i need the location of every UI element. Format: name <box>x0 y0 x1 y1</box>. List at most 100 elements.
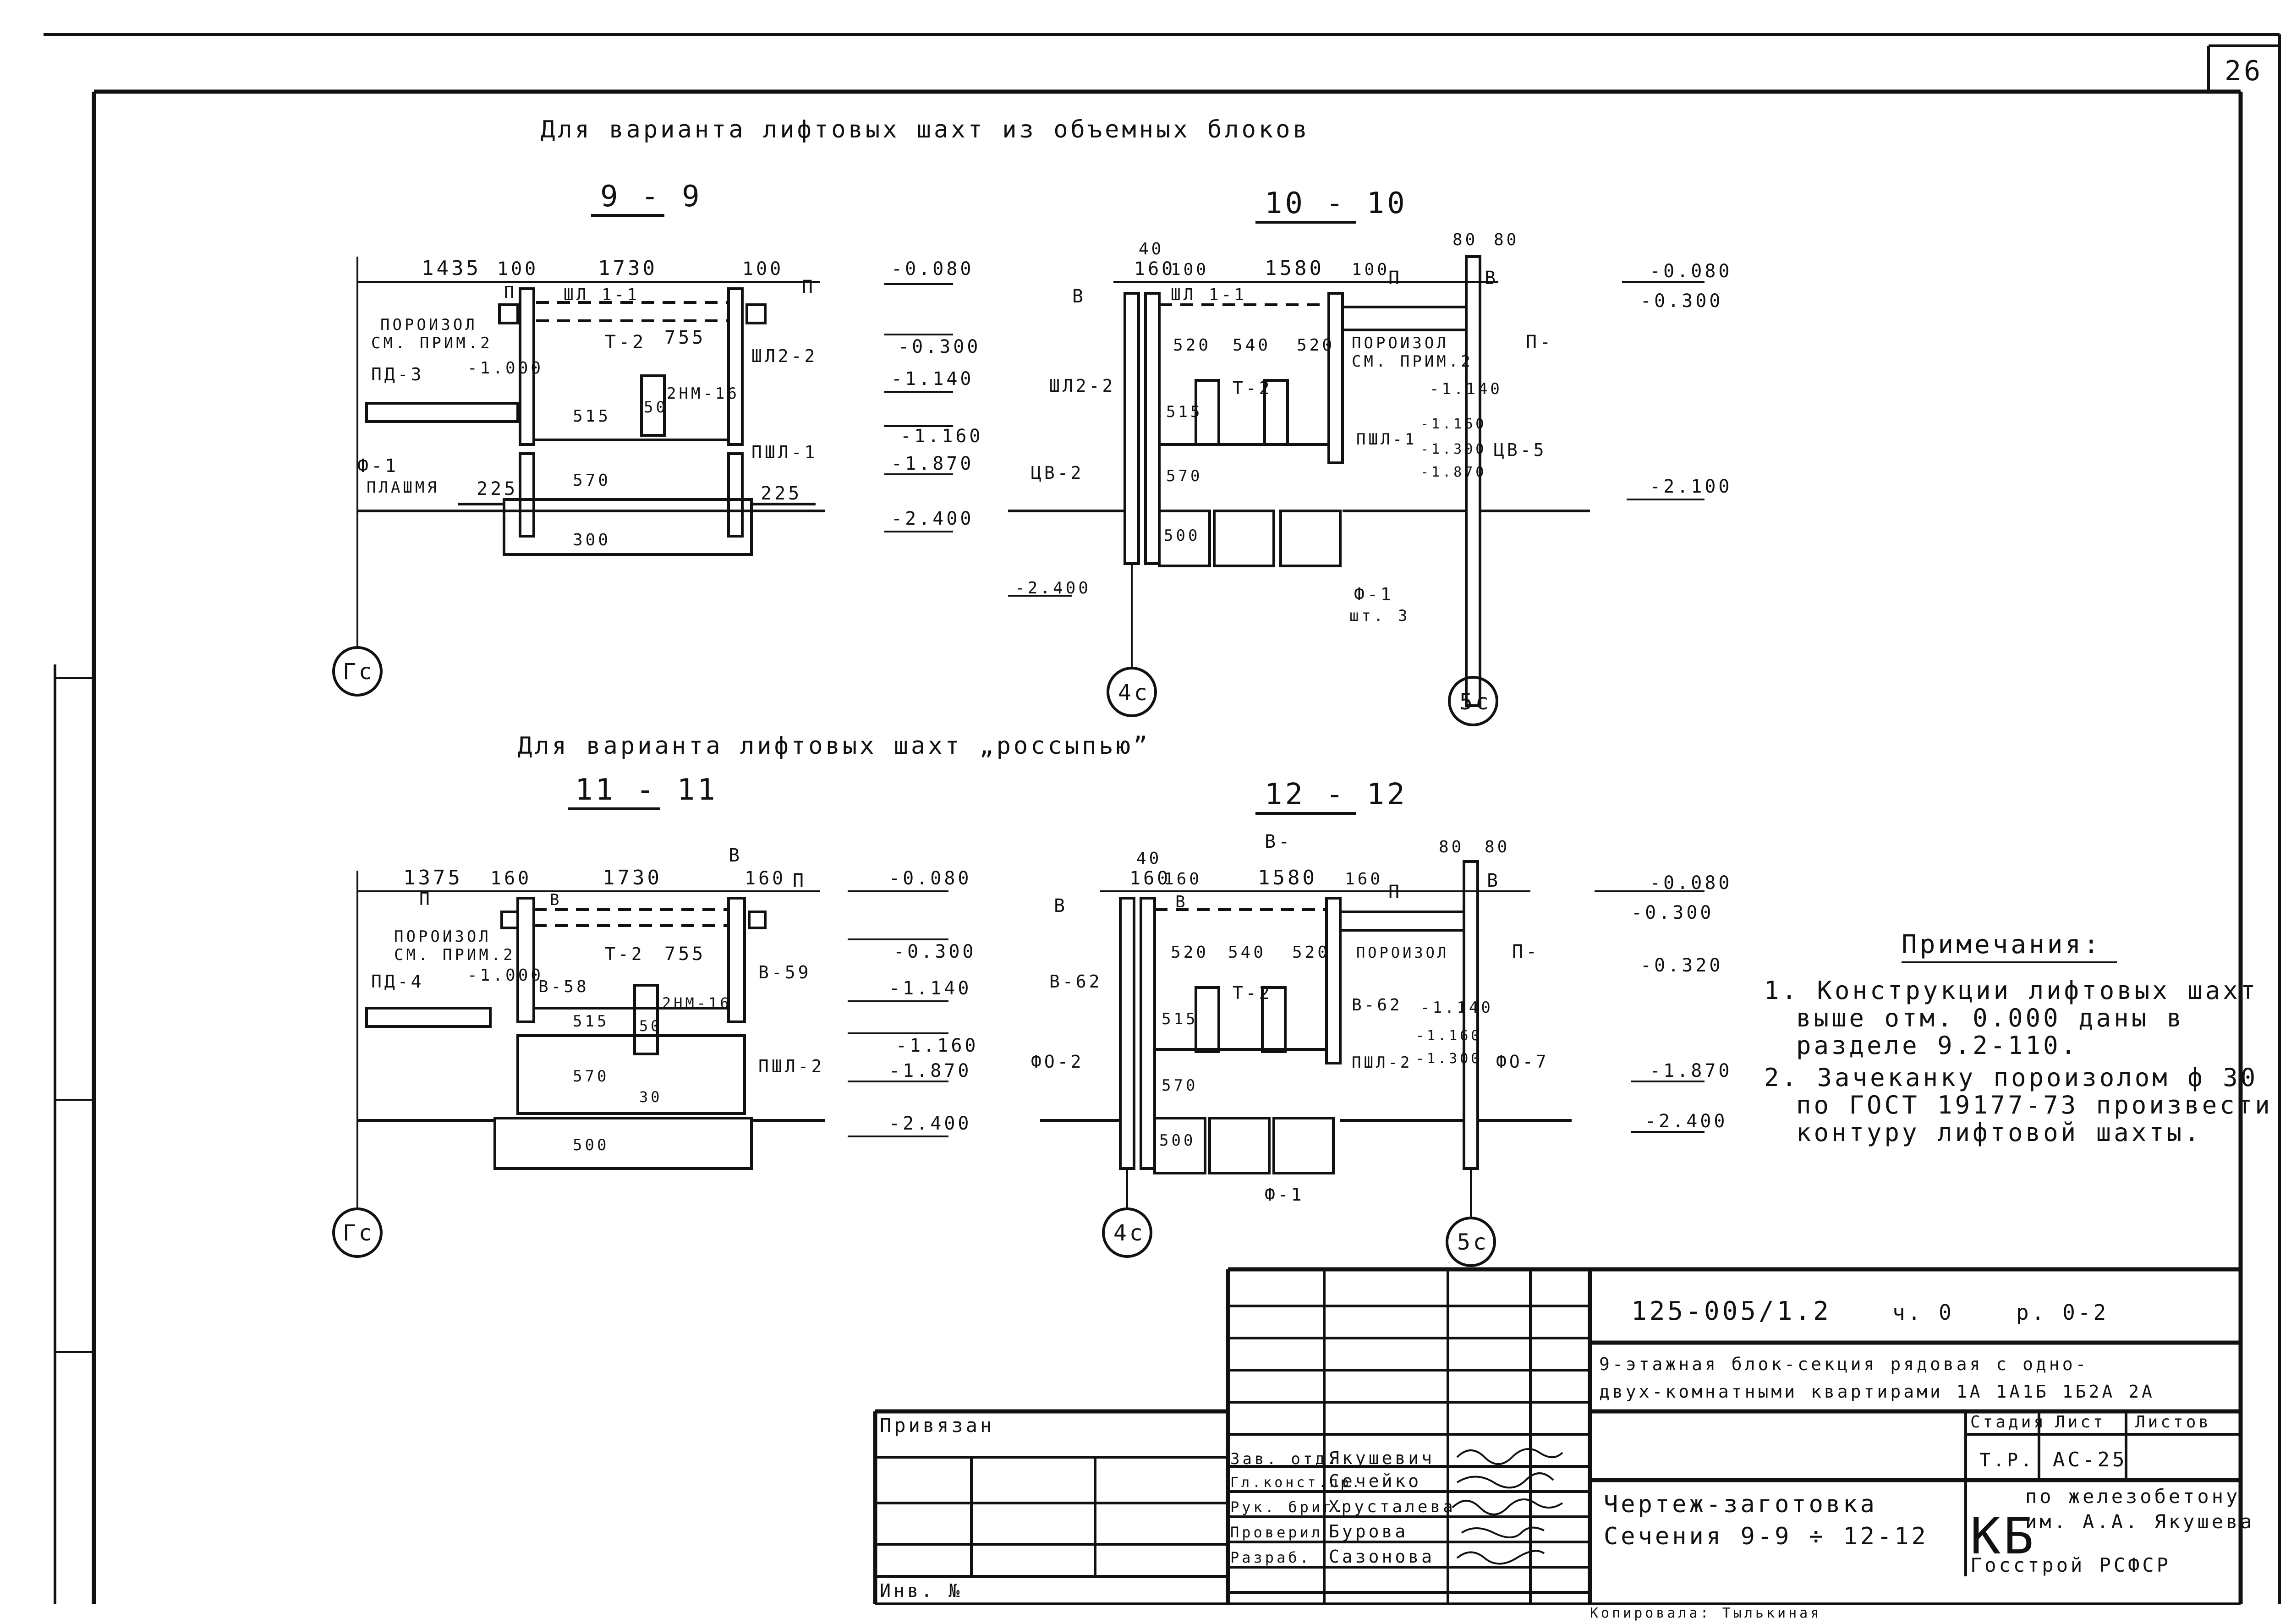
stage-header: Стадия <box>1970 1413 2046 1432</box>
dim-text: 160 <box>745 868 786 889</box>
dim-text: 570 <box>573 1067 609 1086</box>
axis-marker: Гс <box>343 659 375 685</box>
level-text: -1.140 <box>1430 380 1502 398</box>
level-text: -2.400 <box>891 508 974 529</box>
level-text: -1.140 <box>889 978 972 999</box>
label: ПШЛ-1 <box>1356 430 1417 449</box>
privyazan-label: Привязан <box>880 1414 994 1437</box>
dim-text: 80 <box>1452 230 1478 249</box>
level-text: -2.400 <box>1645 1111 1728 1132</box>
label: ПОРОИЗОЛ <box>394 927 491 946</box>
person-name: Якушевич <box>1329 1448 1435 1468</box>
label: ШЛ2-2 <box>751 346 817 366</box>
dim-text: 540 <box>1233 336 1271 355</box>
section-title: 10 - 10 <box>1265 187 1408 220</box>
level-marks: -0.080 -0.300 -0.320 -1.140 -1.160 -1.30… <box>1416 872 1730 1133</box>
label: П- <box>1512 941 1540 962</box>
label: ФО-7 <box>1496 1052 1549 1072</box>
title-block: 125-005/1.2 ч. 0 р. 0-2 9-этажная блок-с… <box>873 1267 2255 1621</box>
level-marks: -0.080 -0.300 -1.140 -1.160 -1.300 -1.87… <box>1008 261 1732 598</box>
doc-code: 125-005/1.2 <box>1631 1296 1831 1326</box>
signatures <box>1452 1448 1563 1565</box>
doc-section: р. 0-2 <box>2016 1300 2109 1325</box>
label: В <box>1175 893 1188 911</box>
section-10-10: 10 - 10 160 40 100 1580 100 80 80 520 54… <box>1008 187 1732 726</box>
dim-text: 500 <box>1164 527 1200 545</box>
note-line: выше отм. 0.000 даны в <box>1796 1004 2184 1032</box>
sheet-number: 26 <box>2225 55 2263 87</box>
sheet-value: АС-25 <box>2053 1448 2127 1471</box>
label: СМ. ПРИМ.2 <box>394 946 515 964</box>
drawing-name-2: Сечения 9-9 ÷ 12-12 <box>1604 1523 1929 1550</box>
label: ЦВ-5 <box>1494 440 1547 460</box>
label: В- <box>1265 831 1292 852</box>
note-line: 1. Конструкции лифтовых шахт <box>1764 976 2258 1005</box>
label: ПШЛ-1 <box>751 442 817 462</box>
dim-text: 100 <box>1171 260 1209 279</box>
label: Т-2 <box>605 944 645 964</box>
dim-text: 80 <box>1485 838 1510 856</box>
level-text: -1.000 <box>467 966 543 985</box>
heading-volumetric: Для варианта лифтовых шахт из объемных б… <box>541 116 1310 143</box>
label: П <box>1388 268 1402 289</box>
dim-text: 515 <box>1162 1010 1198 1028</box>
role: Разраб. <box>1230 1549 1311 1566</box>
level-text: -1.000 <box>467 359 543 378</box>
dim-text: 520 <box>1171 943 1209 962</box>
dim-text: 30 <box>639 1088 663 1106</box>
level-marks: -0.080 -0.300 -1.000 -1.140 -1.160 -1.87… <box>467 258 981 532</box>
axis-marker: 4с <box>1118 680 1150 706</box>
dim-text: 500 <box>573 1136 609 1154</box>
org-line: им. А.А. Якушева <box>2025 1510 2255 1533</box>
label: П <box>504 283 517 302</box>
notes: Примечания: 1. Конструкции лифтовых шахт… <box>1764 930 2291 1147</box>
label: П <box>793 870 806 891</box>
role: Зав. отд. <box>1230 1450 1339 1468</box>
dim-text: 520 <box>1292 943 1330 962</box>
level-text: -1.300 <box>1416 1051 1482 1067</box>
label: 2НМ-16 <box>662 994 732 1012</box>
dim-text: 100 <box>497 258 538 280</box>
level-text: -0.300 <box>898 336 981 357</box>
dim-text: 1730 <box>603 866 662 889</box>
dim-text: 160 <box>1129 868 1171 889</box>
axis-marker: 4с <box>1113 1220 1146 1246</box>
level-text: -1.300 <box>1420 441 1486 457</box>
level-text: -0.300 <box>1640 291 1723 312</box>
dim-text: 570 <box>1162 1076 1198 1095</box>
axis-marker: Гс <box>343 1220 375 1246</box>
dim-text: 570 <box>573 471 611 490</box>
label: П- <box>1526 332 1553 353</box>
org-line: по железобетону <box>2025 1485 2240 1508</box>
section-title: 12 - 12 <box>1265 778 1408 812</box>
label: Ф-1 <box>1354 584 1394 604</box>
note-line: по ГОСТ 19177-73 произвести по <box>1796 1091 2291 1119</box>
sheet-header: Лист <box>2055 1413 2106 1432</box>
label: В <box>1054 895 1068 916</box>
label: В <box>1072 286 1086 307</box>
note-line: разделе 9.2-110. <box>1796 1031 2078 1060</box>
level-text: -0.080 <box>1650 261 1732 282</box>
dim-text: 40 <box>1139 240 1164 258</box>
notes-title: Примечания: <box>1902 930 2102 960</box>
dim-text: 1435 <box>422 257 481 280</box>
person-name: Бурова <box>1329 1521 1408 1542</box>
role: Проверил <box>1230 1524 1323 1541</box>
label: В-58 <box>538 977 589 996</box>
label: ПОРОИЗОЛ <box>1352 334 1449 352</box>
level-text: -1.160 <box>1420 416 1486 432</box>
axis-marker: 5с <box>1457 1229 1489 1255</box>
label: шт. 3 <box>1349 607 1410 625</box>
label: В <box>1487 870 1501 891</box>
note-line: 2. Зачеканку пороизолом ф 30 <box>1764 1063 2258 1092</box>
label: ЦВ-2 <box>1031 463 1084 483</box>
note-line: контуру лифтовой шахты. <box>1796 1118 2202 1147</box>
label: В <box>550 891 562 909</box>
label: ШЛ 1-1 <box>564 285 640 304</box>
doc-part: ч. 0 <box>1892 1300 1954 1325</box>
label: Т-2 <box>1233 983 1272 1003</box>
section-title: 9 - 9 <box>600 180 702 214</box>
level-text: -0.080 <box>891 258 974 280</box>
label: П <box>1388 882 1402 903</box>
